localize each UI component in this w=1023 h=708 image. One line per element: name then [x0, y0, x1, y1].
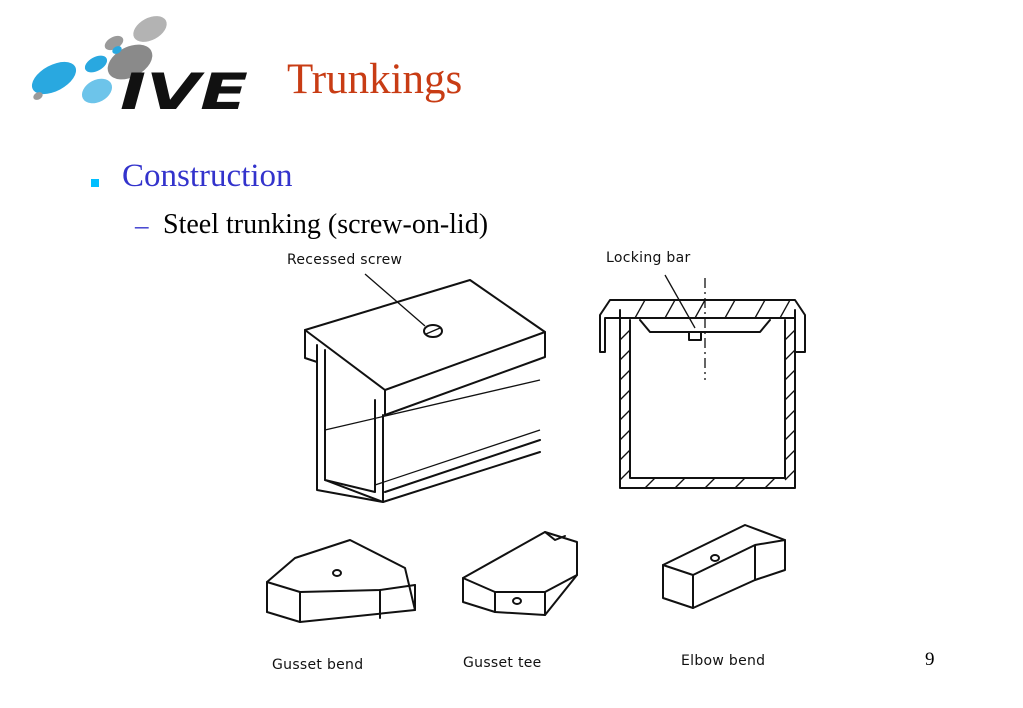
gusset-bend-fitting — [266, 539, 416, 623]
sub-bullet-dash: – — [135, 210, 149, 240]
ive-logo: IVE — [20, 10, 260, 121]
sub-bullet-steel-trunking: Steel trunking (screw-on-lid) — [163, 209, 489, 240]
page-number: 9 — [925, 649, 935, 670]
trunking-diagram: Recessed screw Locking bar Gusset bend G… — [255, 240, 825, 680]
trunking-cross-section — [599, 274, 806, 489]
label-gusset-bend: Gusset bend — [272, 657, 364, 673]
label-recessed-screw: Recessed screw — [287, 252, 403, 268]
slide-title: Trunkings — [287, 56, 463, 103]
label-gusset-tee: Gusset tee — [463, 655, 542, 671]
gusset-tee-fitting — [462, 531, 578, 616]
logo-wordmark: IVE — [120, 63, 248, 115]
label-elbow-bend: Elbow bend — [681, 653, 766, 669]
bullet-marker-icon — [91, 179, 99, 187]
bullet-construction: Construction — [122, 158, 293, 194]
trunking-isometric — [304, 273, 546, 503]
elbow-bend-fitting — [662, 524, 786, 609]
logo-dots-icon — [31, 16, 167, 104]
label-locking-bar: Locking bar — [606, 250, 691, 266]
